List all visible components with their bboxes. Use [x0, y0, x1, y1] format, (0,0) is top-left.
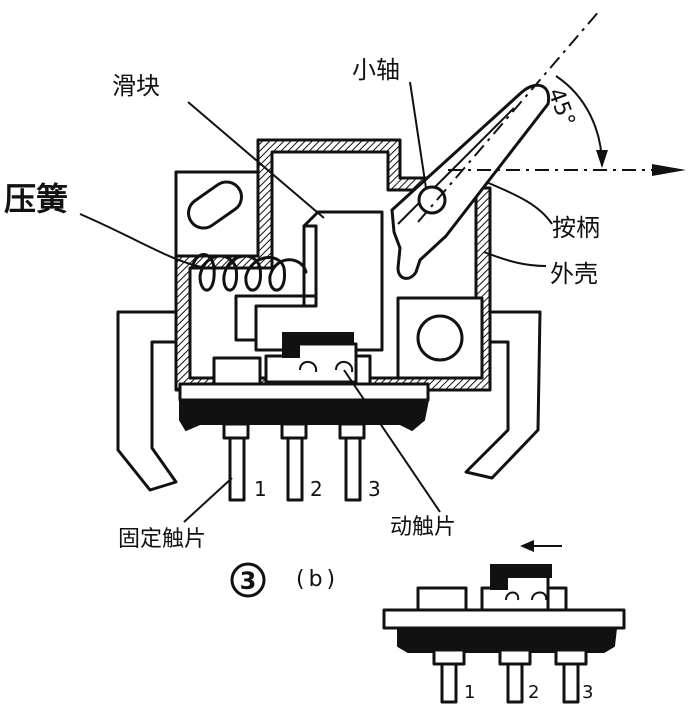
right-block	[396, 296, 484, 380]
handle-axis-line	[417, 9, 601, 223]
figure-number: 3	[240, 567, 257, 595]
fixed-pins	[222, 422, 366, 502]
label-spring: 压簧	[4, 180, 68, 218]
label-housing: 外壳	[550, 260, 598, 288]
label-pivot: 小轴	[352, 56, 400, 84]
label-pin-3: 3	[368, 477, 381, 501]
inset-switched-position: 1 2 3	[382, 540, 626, 704]
pivot-pin	[417, 185, 447, 215]
leader-handle	[485, 181, 553, 225]
leader-housing	[483, 251, 547, 267]
leader-spring	[79, 213, 207, 269]
top-left-slot	[187, 180, 243, 230]
leader-pivot	[409, 81, 427, 189]
direction-arrow	[652, 164, 686, 176]
leader-moving-contact	[343, 369, 441, 513]
left-bracket	[116, 310, 180, 492]
base-board	[178, 382, 430, 402]
inset-base-board	[382, 608, 626, 630]
label-handle: 按柄	[552, 214, 600, 242]
inset-label-pin-3: 3	[582, 682, 593, 703]
label-fixed-contact: 固定触片	[118, 527, 206, 552]
inset-label-pin-2: 2	[528, 682, 539, 703]
inset-base-plate	[397, 627, 618, 653]
leader-slider	[187, 101, 325, 219]
label-pin-1: 1	[254, 477, 267, 501]
right-block-hole	[416, 314, 464, 362]
spring	[190, 253, 308, 292]
angle-arc-arrow	[596, 150, 608, 168]
label-moving-contact: 动触片	[390, 515, 456, 540]
label-slider: 滑块	[112, 72, 160, 100]
figure-sub: (b)	[296, 567, 339, 592]
moving-contact-assembly	[212, 332, 372, 386]
figure-number-circle	[230, 562, 266, 598]
leader-fixed-contact	[183, 477, 233, 523]
label-pin-2: 2	[310, 477, 323, 501]
slider	[234, 210, 384, 352]
inset-label-pin-1: 1	[464, 682, 475, 703]
